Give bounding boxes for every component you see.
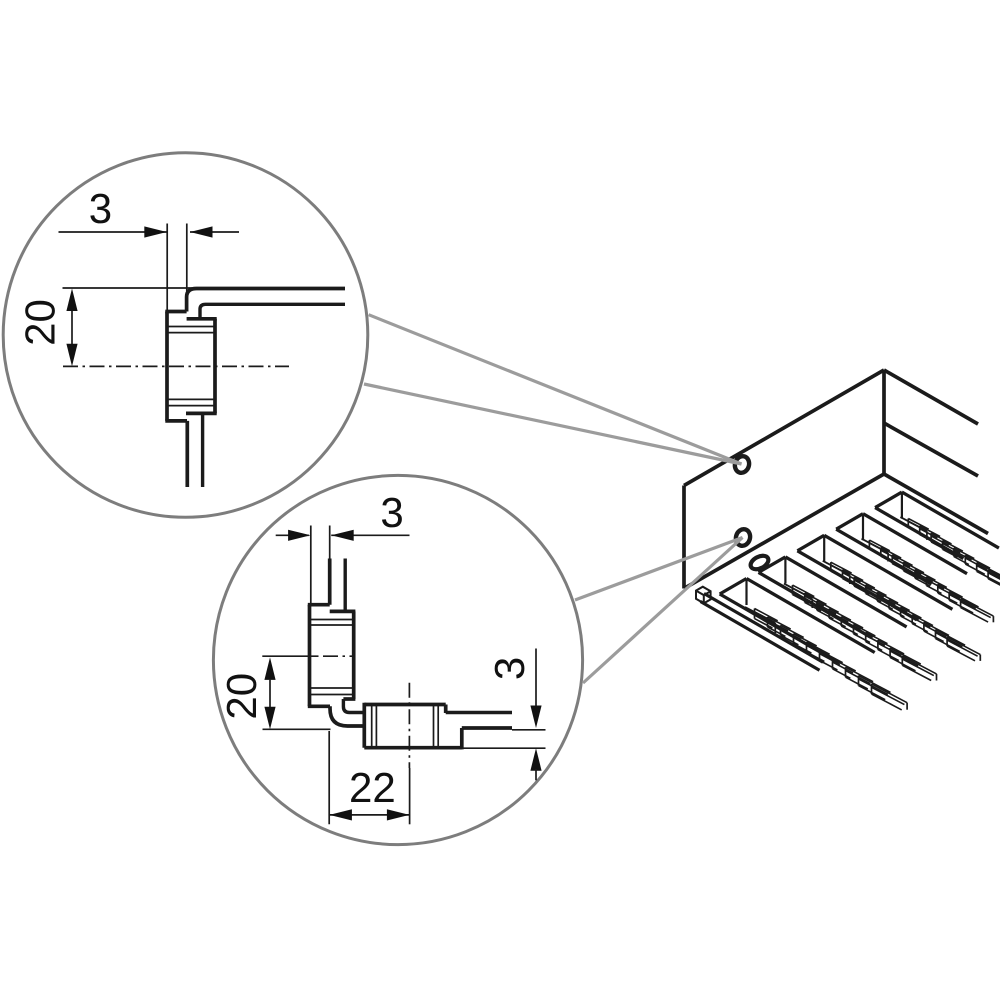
svg-text:3: 3 (380, 489, 403, 536)
svg-text:20: 20 (17, 299, 64, 346)
svg-text:3: 3 (89, 185, 112, 232)
svg-text:20: 20 (218, 673, 265, 720)
svg-text:3: 3 (486, 657, 533, 680)
svg-text:22: 22 (349, 764, 396, 811)
